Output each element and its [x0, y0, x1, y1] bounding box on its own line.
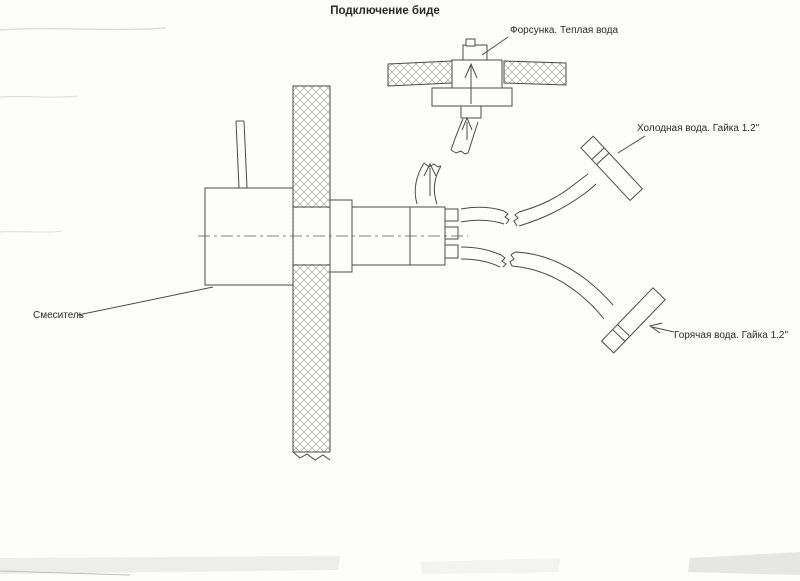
nozzle-cap-nub [465, 38, 476, 47]
cold-fitting [580, 135, 644, 202]
nozzle-label: Форсунка. Теплая вода [510, 25, 618, 36]
wall-torn-bottom [292, 451, 331, 461]
nozzle-connector [460, 105, 482, 119]
wall-hatched [292, 85, 331, 461]
mixer-leader-line [77, 286, 214, 316]
nozzle-assembly [431, 38, 513, 119]
pipe-end-stubs [444, 208, 459, 259]
hot-hose [460, 246, 614, 320]
hot-water-label: Горячая вода. Гайка 1.2" [674, 330, 788, 341]
cold-hose [460, 173, 597, 227]
flow-arrow-up [423, 162, 437, 196]
mixer-label: Смеситель [33, 310, 84, 321]
nozzle-leader-line [481, 36, 509, 56]
nozzle-flange [431, 87, 513, 107]
hose-to-nozzle [414, 118, 479, 205]
hot-leader-arrow [648, 322, 675, 334]
page-title: Подключение биде [330, 5, 440, 17]
rim-hatched-right [503, 60, 567, 86]
nozzle-cap [462, 44, 488, 61]
mixer-body [204, 187, 294, 286]
rim-hatched-left [387, 60, 453, 87]
nozzle-body [451, 59, 503, 89]
scan-artifacts [0, 27, 800, 576]
cold-leader-line [617, 135, 646, 154]
hot-fitting [600, 287, 666, 354]
nozzle-flow-arrow [464, 62, 478, 104]
riser-pipe [235, 120, 248, 189]
hose-flow-arrow [461, 116, 473, 140]
cold-water-label: Холодная вода. Гайка 1.2" [637, 123, 760, 134]
